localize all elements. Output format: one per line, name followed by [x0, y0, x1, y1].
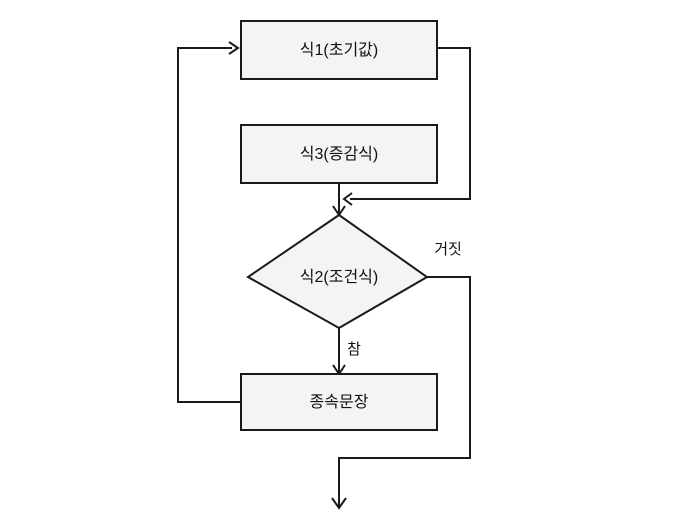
node-condition[interactable]: 식2(조건식)	[246, 213, 429, 330]
node-increment-shape[interactable]	[240, 124, 438, 184]
edge-condition-false-exit	[331, 276, 471, 510]
edge-condition-false-arrowhead	[331, 497, 347, 510]
node-body[interactable]: 종속문장	[240, 373, 438, 431]
edge-label-true: 참	[347, 341, 361, 358]
node-body-label: 종속문장	[310, 393, 369, 411]
node-init-shape[interactable]	[240, 20, 438, 80]
node-condition-shape[interactable]	[246, 213, 429, 330]
edge-init-to-condition-line	[350, 47, 471, 200]
edge-init-to-condition	[342, 47, 471, 206]
edge-label-false: 거짓	[434, 241, 462, 258]
node-condition-label: 식2(조건식)	[300, 268, 378, 286]
node-init[interactable]: 식1(초기값)	[240, 20, 438, 80]
node-body-shape[interactable]	[240, 373, 438, 431]
edge-condition-true-to-body	[332, 328, 346, 376]
edge-body-to-init	[177, 41, 241, 403]
node-increment-label: 식3(증감식)	[300, 145, 378, 163]
node-increment[interactable]: 식3(증감식)	[240, 124, 438, 184]
edge-body-to-init-line	[177, 47, 241, 403]
node-init-label: 식1(초기값)	[300, 41, 378, 59]
edge-condition-false-line	[338, 276, 471, 508]
edge-body-to-init-arrowhead	[228, 41, 240, 55]
edge-init-to-condition-arrowhead	[342, 192, 353, 206]
